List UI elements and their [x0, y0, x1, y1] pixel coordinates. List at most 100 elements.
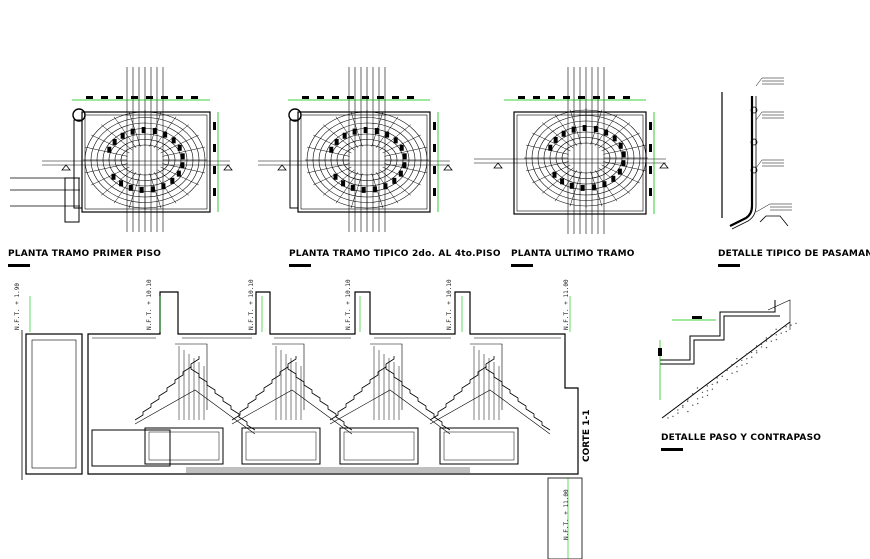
dimension-text-block	[347, 96, 354, 99]
cad-line	[755, 203, 771, 213]
baluster-block	[334, 138, 339, 145]
baluster-block	[621, 151, 626, 158]
stair-step-line	[554, 169, 578, 202]
level-mark: N.F.T. + 1.90	[14, 283, 21, 330]
section-shaft	[25, 333, 83, 475]
stair-plan	[42, 67, 233, 232]
baluster-block	[177, 144, 182, 151]
cad-line	[755, 159, 763, 169]
baluster-block	[553, 136, 558, 143]
dimension-text-block	[302, 96, 309, 99]
baluster-block	[602, 181, 607, 188]
baluster-block	[548, 144, 553, 151]
baluster-block	[141, 127, 146, 134]
stair-step-line	[569, 109, 582, 145]
floor-line	[759, 215, 789, 227]
title-underline	[661, 448, 683, 451]
dimension-text-block	[578, 96, 585, 99]
title-underline	[718, 264, 740, 267]
concrete-hatch	[716, 382, 718, 384]
concrete-hatch	[692, 404, 694, 406]
baluster-block	[385, 131, 390, 138]
dimension-text-block	[213, 122, 216, 130]
baluster-block	[398, 170, 403, 177]
beam-inner	[245, 431, 317, 461]
stair-slab	[231, 389, 353, 435]
concrete-hatch	[687, 399, 689, 401]
concrete-hatch	[765, 337, 768, 339]
level-marker	[223, 164, 233, 171]
dimension-text-block	[593, 96, 600, 99]
level-mark: N.F.T. + 10.10	[345, 279, 352, 330]
dimension-text-block	[191, 96, 198, 99]
baluster-block	[176, 170, 181, 177]
baluster-block	[374, 128, 379, 135]
column-circle	[288, 108, 302, 122]
concrete-hatch	[711, 388, 714, 390]
stair-plans	[10, 67, 669, 234]
baluster-block	[399, 144, 404, 151]
dimension-text-block	[548, 96, 555, 99]
dimension-text-block	[146, 96, 153, 99]
dimension-text-block	[433, 122, 436, 130]
stair-flight	[287, 366, 353, 431]
baluster-block	[111, 173, 116, 180]
concrete-hatch	[751, 356, 753, 358]
handrail-rail	[731, 96, 757, 230]
dimension-text-block	[649, 122, 652, 130]
stair-step-line	[149, 173, 162, 209]
wall-edge	[767, 299, 791, 330]
dimension-text-block	[101, 96, 108, 99]
stair-step-line	[307, 146, 350, 157]
level-marker	[659, 162, 669, 169]
baluster-block	[582, 125, 587, 132]
stair-step-line	[371, 173, 384, 209]
dimension-text-block	[608, 96, 615, 99]
landing-rect	[64, 177, 80, 223]
baluster-block	[170, 177, 175, 184]
stair-step-line	[160, 134, 199, 154]
column-circle	[72, 108, 86, 122]
concrete-hatch	[686, 400, 689, 403]
baluster-block	[350, 184, 355, 191]
baluster-block	[383, 183, 388, 190]
concrete-hatch	[691, 393, 694, 395]
cad-line	[755, 111, 763, 121]
landing	[470, 343, 503, 410]
dimension-text-block	[649, 188, 652, 196]
dimension-text-block	[407, 96, 414, 99]
baluster-block	[393, 137, 398, 144]
baluster-block	[569, 182, 574, 189]
concrete-hatch	[746, 358, 748, 360]
baluster-block	[372, 186, 377, 193]
stair-step-line	[113, 116, 137, 149]
dimension-text-block	[392, 96, 399, 99]
concrete-hatch	[775, 338, 778, 341]
title-plan-last-flight: PLANTA ULTIMO TRAMO	[511, 249, 635, 259]
concrete-hatch	[672, 415, 674, 418]
concrete-hatch	[785, 326, 787, 328]
stair-step-line	[532, 164, 571, 184]
handrail-support	[750, 138, 758, 146]
stair-step-line	[554, 114, 578, 147]
concrete-hatch	[770, 334, 772, 336]
dimension-text-block	[362, 96, 369, 99]
baluster-block	[333, 173, 338, 180]
baluster-block	[329, 146, 334, 153]
stair-slab	[134, 389, 256, 435]
level-marker	[61, 164, 71, 171]
title-plan-first-floor: PLANTA TRAMO PRIMER PISO	[8, 249, 162, 259]
stair-step-line	[313, 134, 352, 154]
handrail-rail	[729, 96, 754, 227]
baluster-block	[363, 127, 368, 134]
dimension-text-block	[213, 166, 216, 174]
baluster-block	[392, 177, 397, 184]
level-mark: N.F.T. + 10.10	[248, 279, 255, 330]
concrete-hatch	[780, 327, 782, 330]
concrete-hatch	[790, 324, 792, 326]
handrail-support	[750, 106, 758, 114]
concrete-hatch	[760, 343, 763, 346]
stair-step-line	[128, 173, 141, 209]
baluster-block	[352, 128, 357, 135]
baluster-block	[139, 186, 144, 193]
